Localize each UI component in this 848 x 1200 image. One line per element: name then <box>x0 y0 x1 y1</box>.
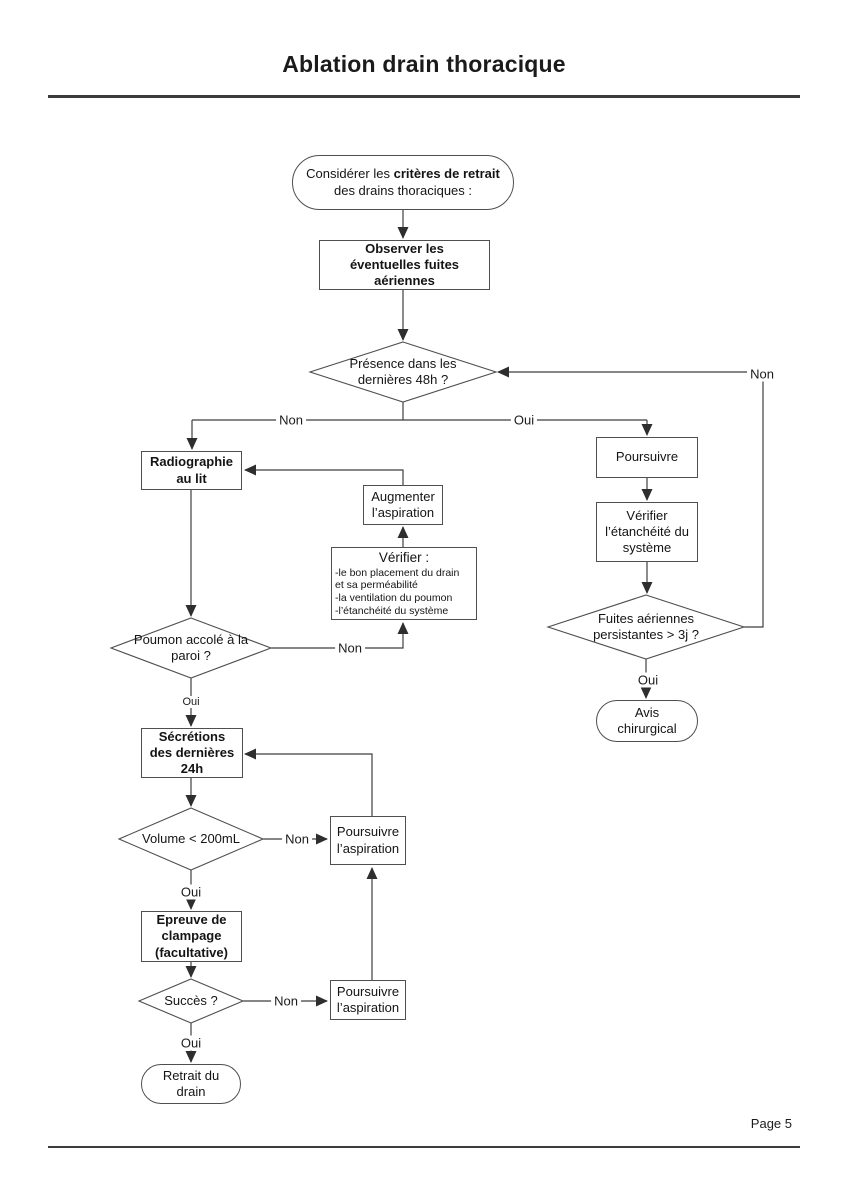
diamond-presence-48h <box>308 341 498 403</box>
label-succes: Succès ? <box>164 993 218 1009</box>
edge-label-succes-oui: Oui <box>177 1035 205 1051</box>
page-title: Ablation drain thoracique <box>282 51 566 77</box>
verifier-title: Vérifier : <box>378 550 430 565</box>
edge-label-poumon-non: Non <box>335 640 365 656</box>
footer-rule <box>48 1146 800 1148</box>
node-start-oval: Considérer les critères de retrait des d… <box>292 155 514 210</box>
diamond-fuites-persistantes <box>546 594 746 660</box>
edge-poursuivre1-secretions <box>244 748 373 816</box>
node-poursuivre: Poursuivre <box>596 437 698 478</box>
edge-poumon-verifier <box>271 622 409 649</box>
diamond-volume-200ml <box>117 807 265 871</box>
start-line-1: Considérer les critères de retrait <box>306 166 500 182</box>
edge-fuites-return <box>497 366 764 628</box>
page-number: Page 5 <box>750 1116 792 1131</box>
label-volume-200ml: Volume < 200mL <box>142 831 240 847</box>
edge-label-fuites-oui: Oui <box>634 672 662 688</box>
edge-label-poumon-oui: Oui <box>179 696 203 708</box>
edge-label-volume-non: Non <box>282 831 312 847</box>
edge-label-succes-non: Non <box>271 993 301 1009</box>
start-line-2: des drains thoraciques : <box>333 182 473 198</box>
edge-label-volume-oui: Oui <box>177 884 205 900</box>
diamond-poumon-accole <box>109 617 273 679</box>
edge-augmenter-radiographie <box>244 464 404 485</box>
edge-label-return-non: Non <box>747 366 777 382</box>
edge-label-presence-non: Non <box>276 412 306 428</box>
diamond-succes <box>137 978 245 1024</box>
edge-label-presence-oui: Oui <box>510 412 538 428</box>
header-rule <box>48 95 800 98</box>
